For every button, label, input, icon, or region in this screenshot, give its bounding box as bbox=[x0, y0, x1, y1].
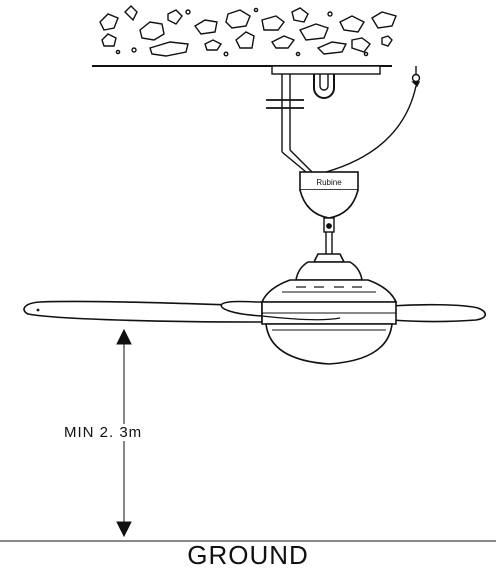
safety-cable bbox=[325, 66, 421, 173]
blade-tip-dot bbox=[36, 308, 40, 312]
mounting-bracket bbox=[271, 65, 381, 99]
fan-blade-front bbox=[220, 300, 263, 317]
motor-housing bbox=[260, 253, 398, 303]
fan-blade-right bbox=[389, 303, 487, 323]
min-height-label: MIN 2. 3m bbox=[62, 424, 145, 441]
arrow-down-icon bbox=[116, 521, 132, 538]
arrow-up-icon bbox=[116, 328, 132, 345]
canopy: Rubine bbox=[299, 171, 359, 219]
ceiling bbox=[92, 5, 397, 67]
ceiling-aggregate-texture bbox=[99, 5, 397, 57]
ground-label: GROUND bbox=[187, 540, 309, 570]
motor-coupling bbox=[323, 217, 335, 254]
downrod bbox=[266, 74, 313, 173]
brand-label: Rubine bbox=[316, 178, 342, 187]
light-kit bbox=[261, 301, 397, 365]
fan-blade-left bbox=[23, 300, 263, 323]
